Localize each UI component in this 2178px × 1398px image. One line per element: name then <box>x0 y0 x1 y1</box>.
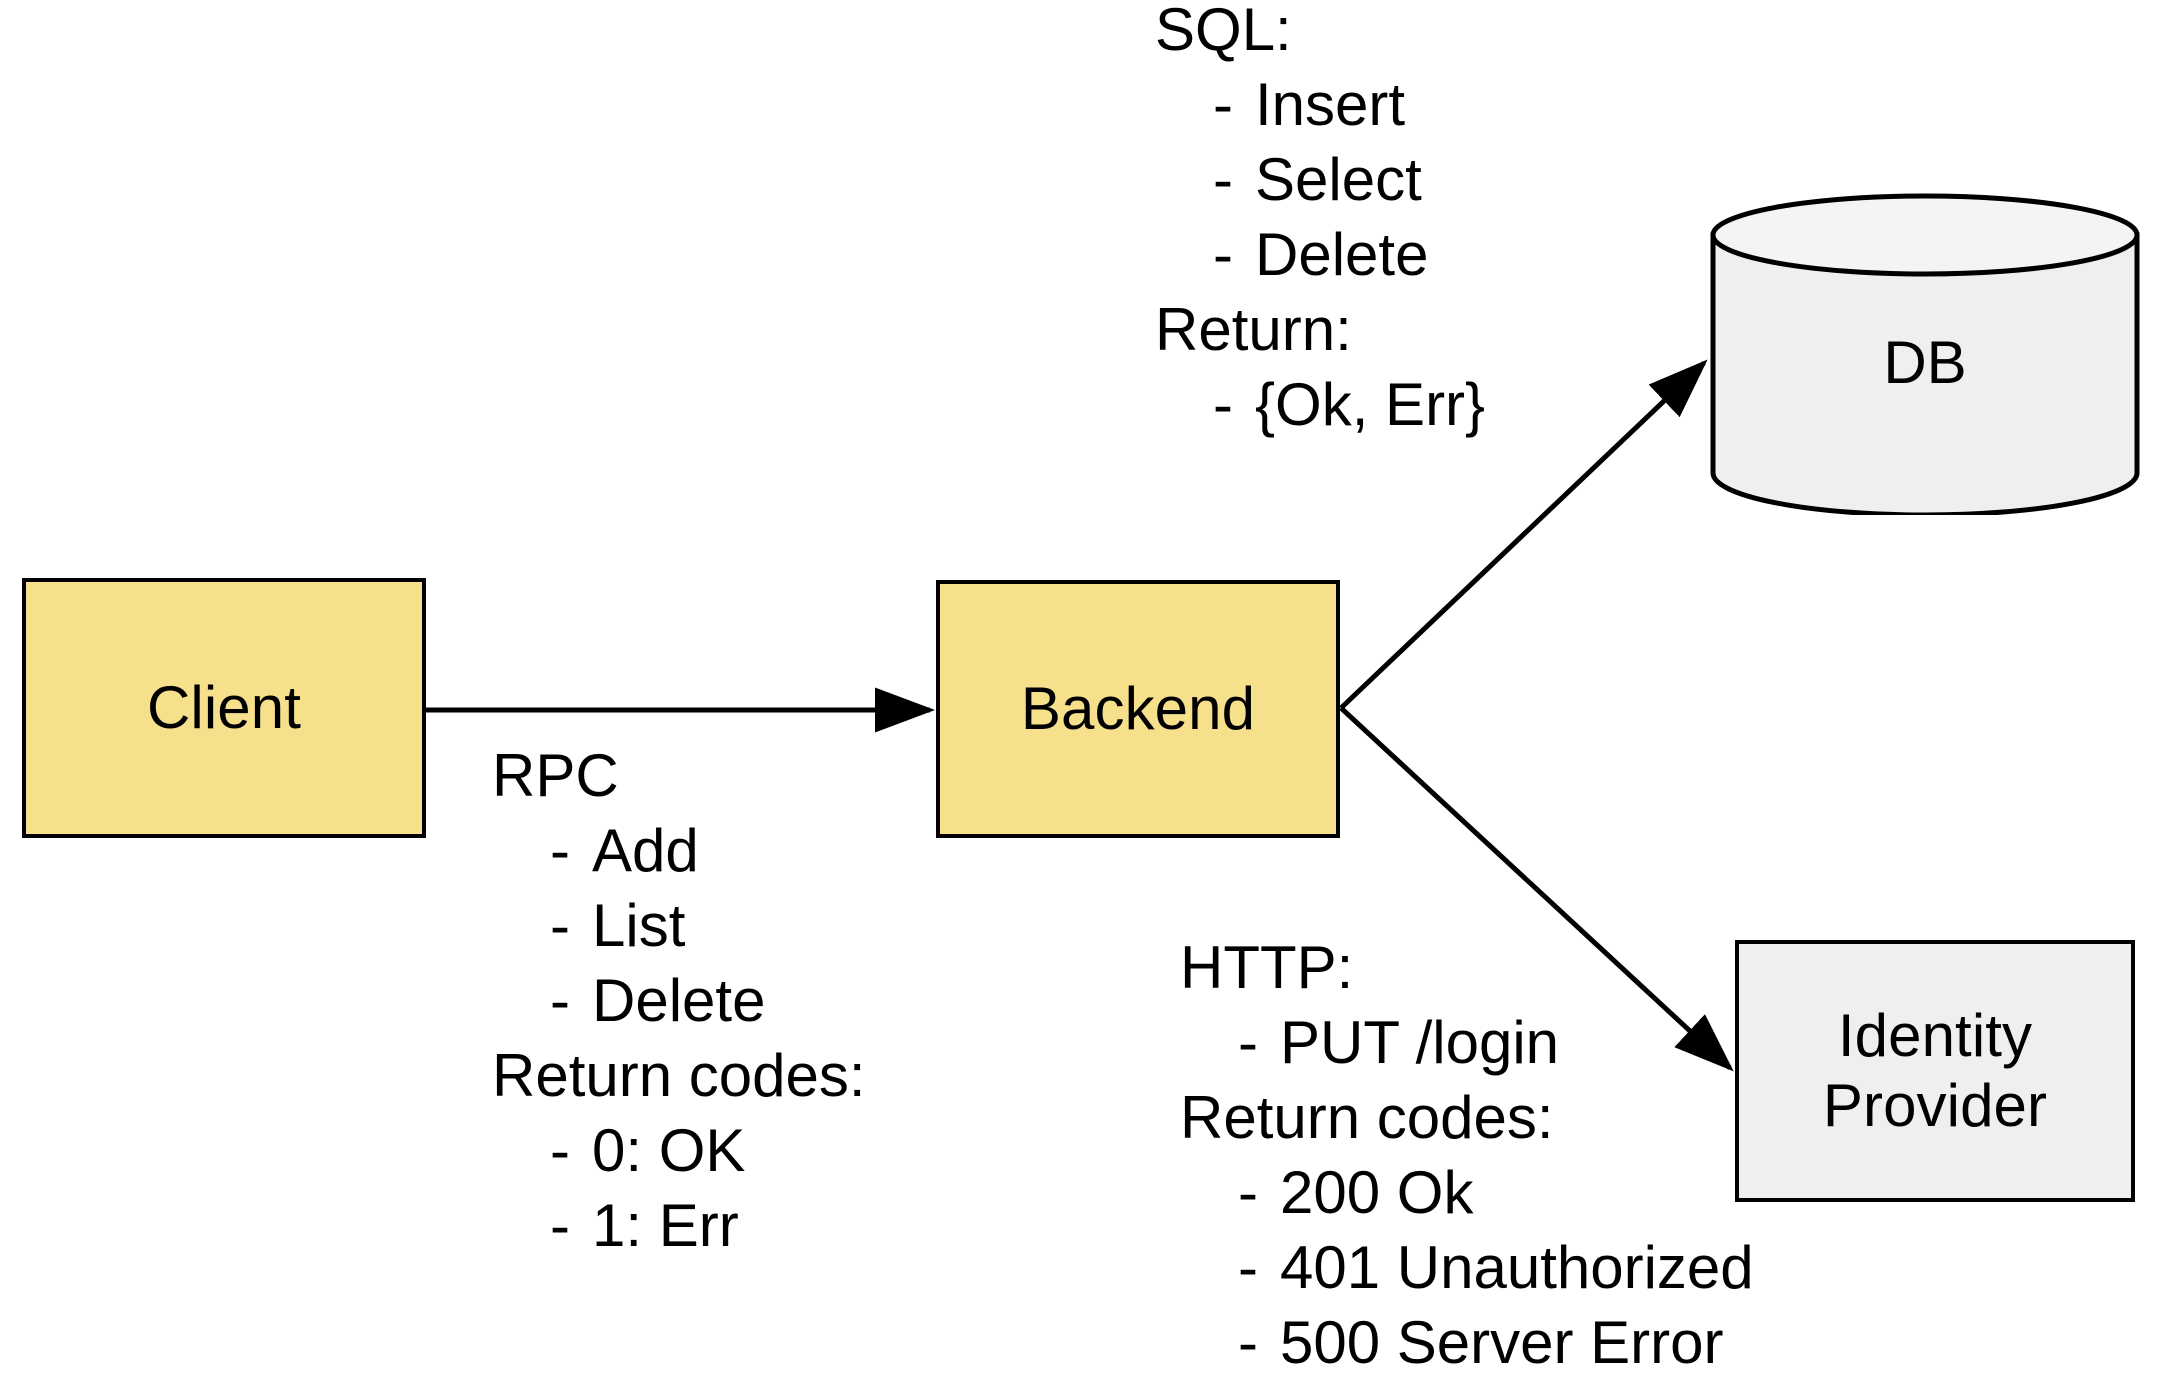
annotation-rpc-subitem: -1: Err <box>492 1188 866 1263</box>
bullet-dash-icon: - <box>550 967 570 1034</box>
annotation-rpc-item: -Delete <box>492 963 866 1038</box>
bullet-dash-icon: - <box>1238 1234 1258 1301</box>
annotation-rpc-subitem-text: 1: Err <box>592 1192 739 1259</box>
annotation-sql-heading: SQL: <box>1155 0 1292 63</box>
annotation-http-subitem-text: 200 Ok <box>1280 1159 1474 1226</box>
annotation-http-heading: HTTP: <box>1180 934 1354 1001</box>
annotation-rpc-subheading: Return codes: <box>492 1042 866 1109</box>
bullet-dash-icon: - <box>1238 1159 1258 1226</box>
annotation-rpc-subitem: -0: OK <box>492 1113 866 1188</box>
bullet-dash-icon: - <box>550 1192 570 1259</box>
annotation-sql-item: -Delete <box>1155 217 1485 292</box>
node-db-label: DB <box>1883 329 1967 397</box>
annotation-sql-item-text: Delete <box>1255 221 1429 288</box>
annotation-rpc-item-text: Add <box>592 817 699 884</box>
annotation-sql-subitem: -{Ok, Err} <box>1155 367 1485 442</box>
annotation-rpc: RPC -Add -List -Delete Return codes: -0:… <box>492 738 866 1263</box>
annotation-sql-item-text: Select <box>1255 146 1422 213</box>
annotation-http-subitem: -500 Server Error <box>1180 1305 1754 1380</box>
bullet-dash-icon: - <box>1213 71 1233 138</box>
bullet-dash-icon: - <box>550 892 570 959</box>
annotation-http-subitem: -200 Ok <box>1180 1155 1754 1230</box>
bullet-dash-icon: - <box>1213 221 1233 288</box>
annotation-rpc-subitem-text: 0: OK <box>592 1117 746 1184</box>
node-client-label: Client <box>147 674 301 742</box>
annotation-http-item: -PUT /login <box>1180 1005 1754 1080</box>
annotation-sql-item: -Select <box>1155 142 1485 217</box>
node-client[interactable]: Client <box>22 578 426 838</box>
bullet-dash-icon: - <box>550 817 570 884</box>
annotation-http: HTTP: -PUT /login Return codes: -200 Ok … <box>1180 930 1754 1380</box>
bullet-dash-icon: - <box>1238 1009 1258 1076</box>
annotation-http-item-text: PUT /login <box>1280 1009 1560 1076</box>
annotation-rpc-item: -List <box>492 888 866 963</box>
annotation-rpc-heading: RPC <box>492 742 619 809</box>
node-identity-provider-label: Identity Provider <box>1822 1002 2048 1139</box>
annotation-sql-item-text: Insert <box>1255 71 1406 138</box>
annotation-sql-subheading: Return: <box>1155 296 1352 363</box>
annotation-http-subitem: -401 Unauthorized <box>1180 1230 1754 1305</box>
annotation-sql-item: -Insert <box>1155 67 1485 142</box>
bullet-dash-icon: - <box>1213 146 1233 213</box>
annotation-rpc-item-text: List <box>592 892 686 959</box>
bullet-dash-icon: - <box>1238 1309 1258 1376</box>
node-identity-provider[interactable]: Identity Provider <box>1735 940 2135 1202</box>
bullet-dash-icon: - <box>1213 371 1233 438</box>
annotation-sql: SQL: -Insert -Select -Delete Return: -{O… <box>1155 0 1485 442</box>
annotation-rpc-item-text: Delete <box>592 967 766 1034</box>
annotation-http-subitem-text: 500 Server Error <box>1280 1309 1724 1376</box>
annotation-sql-subitem-text: {Ok, Err} <box>1255 371 1486 438</box>
cylinder-shape <box>1710 193 2140 515</box>
bullet-dash-icon: - <box>550 1117 570 1184</box>
node-backend[interactable]: Backend <box>936 580 1340 838</box>
node-backend-label: Backend <box>1020 675 1256 743</box>
annotation-rpc-item: -Add <box>492 813 866 888</box>
node-db[interactable]: DB <box>1709 193 2141 515</box>
annotation-http-subitem-text: 401 Unauthorized <box>1280 1234 1754 1301</box>
annotation-http-subheading: Return codes: <box>1180 1084 1554 1151</box>
